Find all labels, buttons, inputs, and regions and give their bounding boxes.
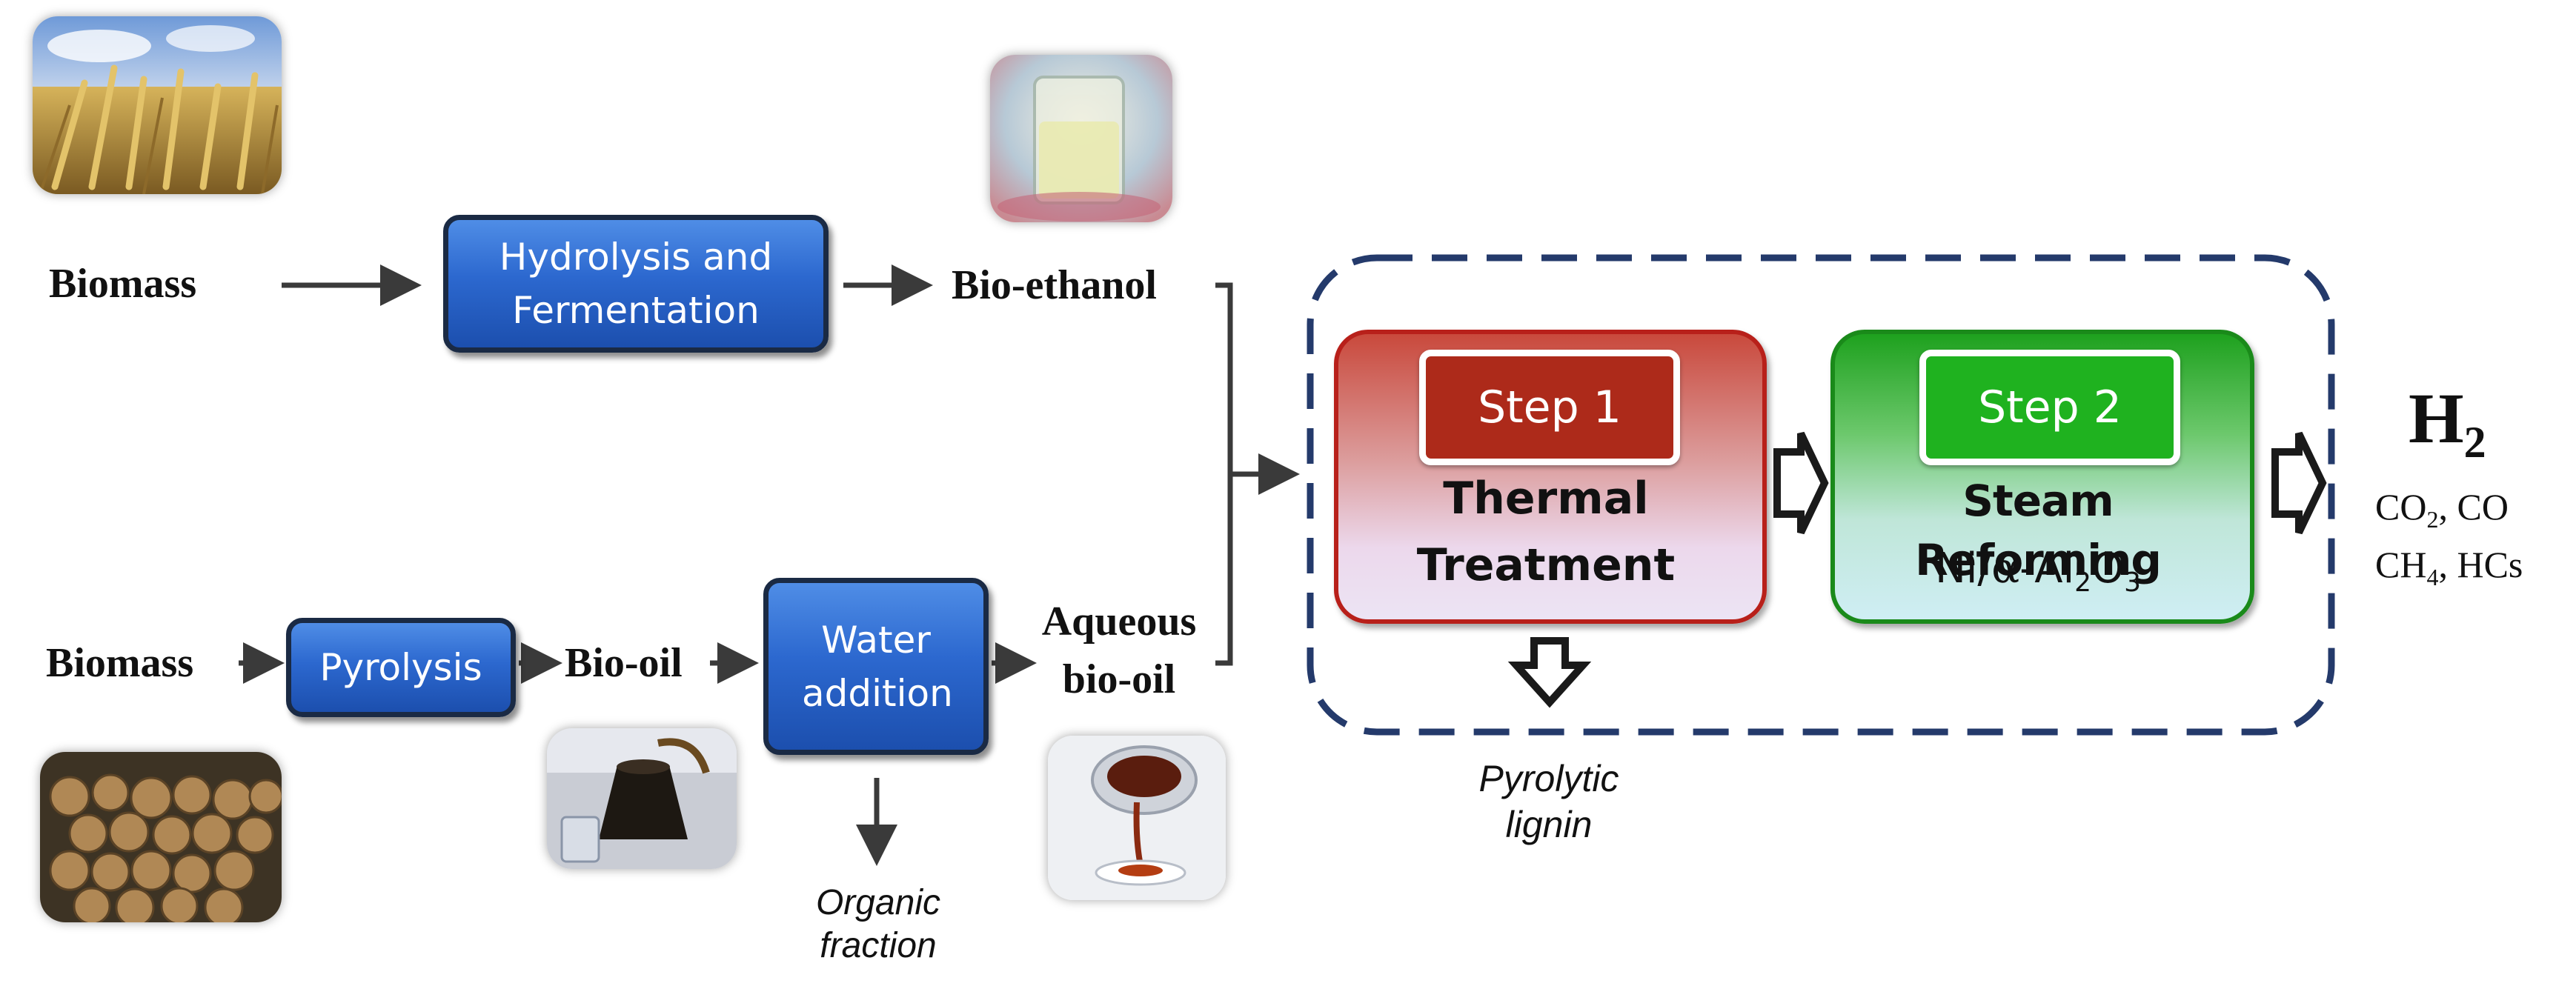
hydrolysis-fermentation-box: Hydrolysis and Fermentation: [443, 215, 829, 353]
aqueous-bio-oil-pour-photo: [1048, 736, 1226, 900]
step2-title: Steam Reforming: [1915, 476, 2162, 585]
block-arrow-step2-to-products: [2271, 431, 2327, 535]
biooil-label: Bio-oil: [565, 640, 683, 686]
aqueous-biooil-label: Aqueous bio-oil: [1041, 599, 1197, 702]
h2-product-label: H2: [2409, 379, 2486, 467]
step1-title: Thermal Treatment: [1416, 473, 1676, 591]
co2-co-products: CO2, CO: [2375, 486, 2509, 533]
bio-oil-pour-photo: [547, 728, 737, 869]
water-addition-box: Water addition: [763, 578, 989, 755]
wood-logs-photo: [40, 752, 282, 922]
pyrolytic-lignin-label: Pyrolytic lignin: [1478, 758, 1619, 845]
wheat-field-photo: [33, 16, 282, 194]
biomass-top-label: Biomass: [49, 261, 197, 307]
merge-bracket: [1215, 282, 1233, 666]
process-frame: [1307, 254, 2335, 736]
step2-catalyst: Ni/α-Al2O3: [1934, 545, 2142, 599]
bioethanol-label: Bio-ethanol: [952, 262, 1157, 308]
block-arrow-step1-to-step2: [1773, 431, 1829, 535]
biomass-bottom-label: Biomass: [46, 640, 194, 686]
organic-fraction-label: Organic fraction: [815, 883, 941, 965]
pyrolysis-box: Pyrolysis: [286, 618, 516, 717]
block-arrow-step1-to-lignin: [1507, 637, 1592, 708]
step2-steam-reforming-box: [1830, 330, 2254, 624]
bioethanol-flask-photo: [990, 55, 1172, 222]
step1-badge: Step 1: [1419, 350, 1680, 465]
step2-badge: Step 2: [1919, 350, 2180, 465]
ch4-hcs-products: CH4, HCs: [2375, 544, 2523, 590]
